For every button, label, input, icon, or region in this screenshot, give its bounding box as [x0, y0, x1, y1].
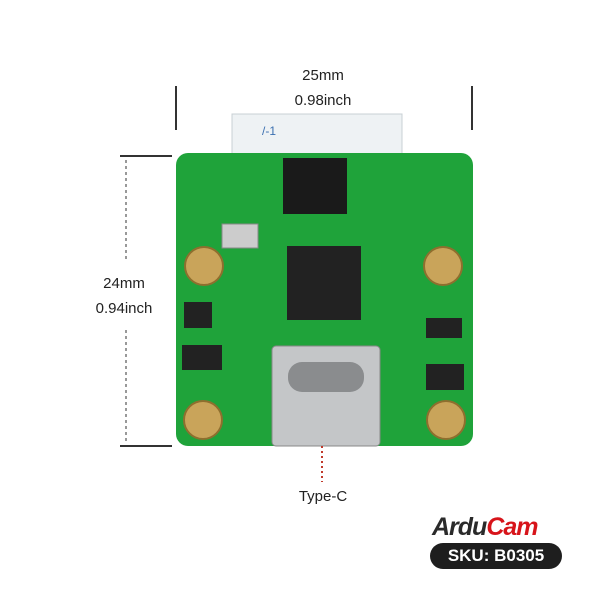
- usb-c-port: [271, 345, 381, 447]
- height-dimension: [120, 155, 172, 447]
- eeprom-chip: [283, 158, 347, 214]
- width-inch-label: 0.98inch: [294, 92, 352, 109]
- height-mm-label: 24mm: [103, 275, 145, 292]
- crystal: [221, 223, 259, 249]
- main-chip: [287, 246, 361, 320]
- svg-text:/-1: /-1: [262, 124, 276, 138]
- height-inch-label: 0.94inch: [95, 300, 153, 317]
- sku-badge: SKU: B0305: [430, 543, 562, 569]
- arducam-logo: ArduCam: [432, 513, 539, 541]
- ribbon-cable: [231, 113, 403, 160]
- brass-standoffs: [183, 246, 466, 440]
- type-c-label: Type-C: [298, 488, 348, 505]
- width-mm-label: 25mm: [302, 67, 344, 84]
- width-dimension: [175, 86, 473, 130]
